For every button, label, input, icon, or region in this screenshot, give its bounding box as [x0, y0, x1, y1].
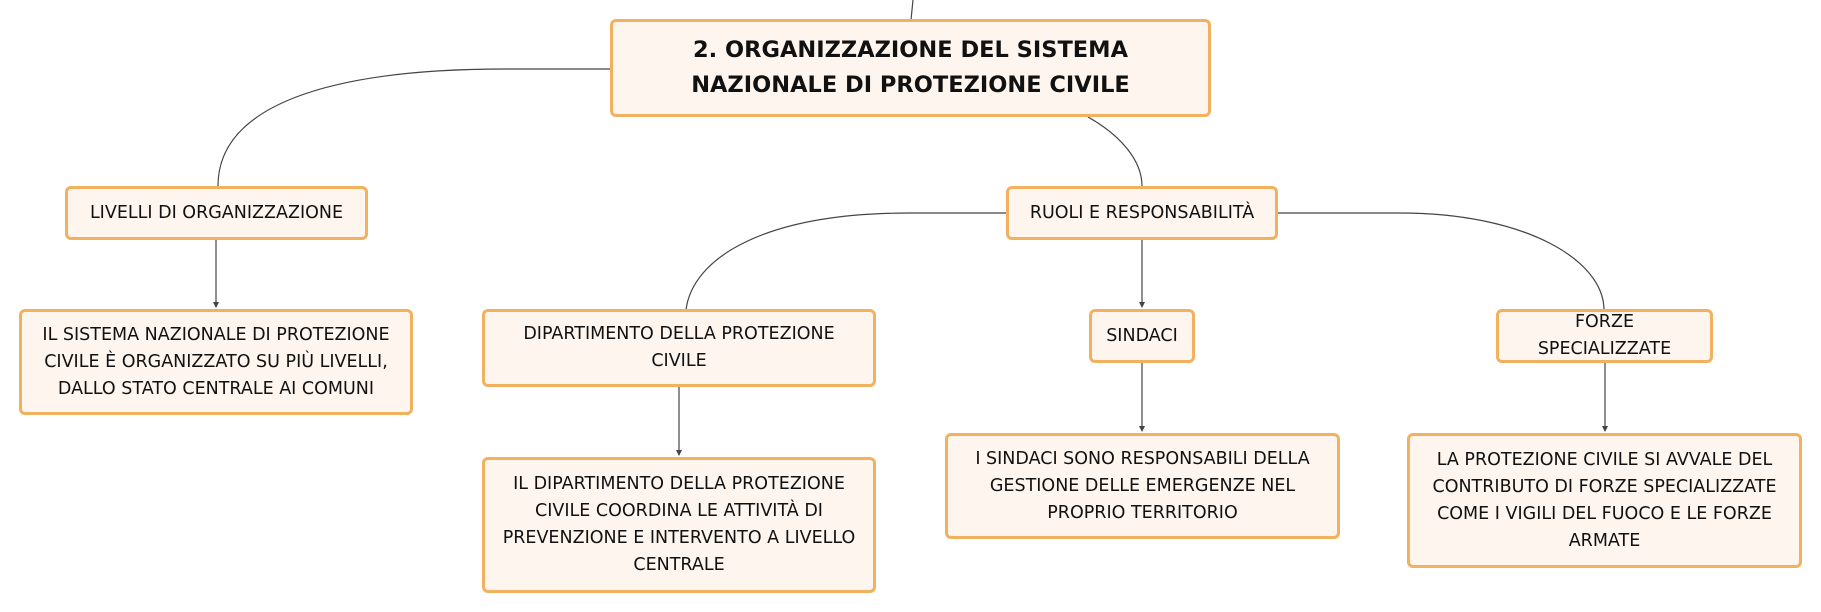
connector-ruoli-to-dipartimento — [685, 212, 1008, 311]
sindaci-node[interactable]: SINDACI — [1089, 309, 1195, 363]
connector-ruoli-to-forze — [1276, 212, 1605, 311]
sindaci-description-node[interactable]: I SINDACI SONO RESPONSABILI DELLA GESTIO… — [945, 433, 1340, 539]
forze-description-node[interactable]: LA PROTEZIONE CIVILE SI AVVALE DEL CONTR… — [1407, 433, 1802, 568]
dipartimento-description-node[interactable]: IL DIPARTIMENTO DELLA PROTEZIONE CIVILE … — [482, 457, 876, 593]
connector-parent-to-root — [910, 0, 914, 21]
root-topic-node[interactable]: 2. ORGANIZZAZIONE DEL SISTEMA NAZIONALE … — [610, 19, 1211, 117]
connector-root-to-ruoli — [1087, 116, 1143, 187]
connector-root-to-livelli — [217, 68, 612, 187]
livelli-organizzazione-node[interactable]: LIVELLI DI ORGANIZZAZIONE — [65, 186, 368, 240]
livelli-description-node[interactable]: IL SISTEMA NAZIONALE DI PROTEZIONE CIVIL… — [19, 309, 413, 415]
ruoli-responsabilita-node[interactable]: RUOLI E RESPONSABILITÀ — [1006, 186, 1278, 240]
forze-specializzate-node[interactable]: FORZE SPECIALIZZATE — [1496, 309, 1713, 363]
dipartimento-node[interactable]: DIPARTIMENTO DELLA PROTEZIONE CIVILE — [482, 309, 876, 387]
